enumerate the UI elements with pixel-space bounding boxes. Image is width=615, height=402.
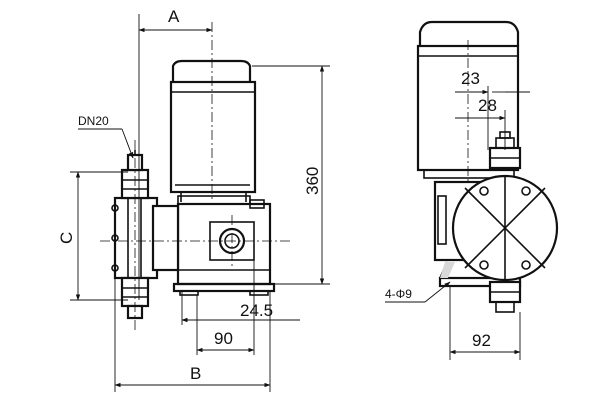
side-motor-cap bbox=[418, 20, 520, 46]
front-gearbox bbox=[176, 202, 272, 286]
dimension-c: C bbox=[57, 171, 128, 301]
dimension-28-label: 28 bbox=[478, 96, 497, 115]
dimension-b-label: B bbox=[190, 364, 201, 383]
dimension-24-5: 24.5 bbox=[181, 290, 300, 325]
dimension-90-label: 90 bbox=[214, 329, 233, 348]
dimension-360-label: 360 bbox=[303, 167, 322, 195]
dimension-23-label: 23 bbox=[461, 69, 480, 88]
dn20-label: DN20 bbox=[78, 114, 109, 128]
dimension-90: 90 bbox=[196, 260, 255, 355]
dimension-92: 92 bbox=[449, 286, 521, 360]
dimension-92-label: 92 bbox=[472, 331, 491, 350]
dimension-28: 28 bbox=[455, 96, 506, 150]
front-view bbox=[100, 22, 290, 330]
front-pump-head bbox=[113, 196, 159, 280]
holes-callout: 4-Φ9 bbox=[385, 281, 451, 303]
dimension-a-label: A bbox=[168, 7, 180, 26]
dimension-b: B bbox=[114, 278, 271, 392]
dn20-callout: DN20 bbox=[78, 114, 134, 159]
front-motor-body bbox=[169, 80, 257, 194]
side-view bbox=[416, 20, 559, 313]
dimension-c-label: C bbox=[57, 232, 76, 244]
dimension-a: A bbox=[138, 7, 213, 300]
front-motor-cap bbox=[171, 59, 252, 82]
dimension-360: 360 bbox=[252, 65, 330, 285]
holes-label: 4-Φ9 bbox=[385, 287, 412, 301]
dimension-24-5-label: 24.5 bbox=[240, 301, 273, 320]
